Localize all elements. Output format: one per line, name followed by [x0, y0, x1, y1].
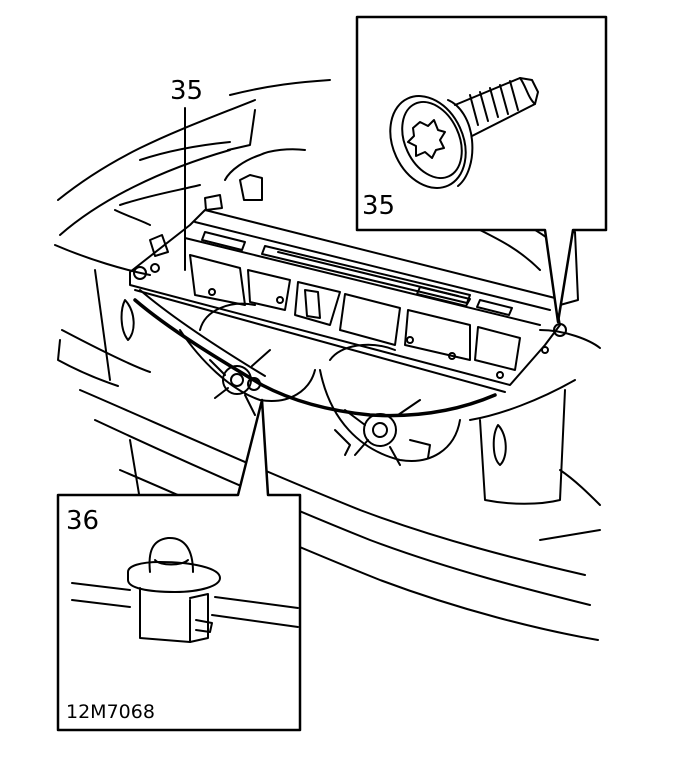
- part-label-35-bolt: 35: [362, 191, 396, 221]
- part-label-36-clip: 36: [66, 506, 100, 536]
- torx-bolt-icon: [389, 77, 539, 189]
- panel-clip-icon: [71, 536, 299, 643]
- figure-code: 12M7068: [66, 701, 155, 723]
- clip-inset: [56, 398, 302, 732]
- front-cover-panel: [129, 209, 567, 418]
- bolt-inset: [355, 15, 608, 324]
- radiator-fans: [179, 302, 461, 466]
- part-label-35-main: 35: [170, 76, 204, 106]
